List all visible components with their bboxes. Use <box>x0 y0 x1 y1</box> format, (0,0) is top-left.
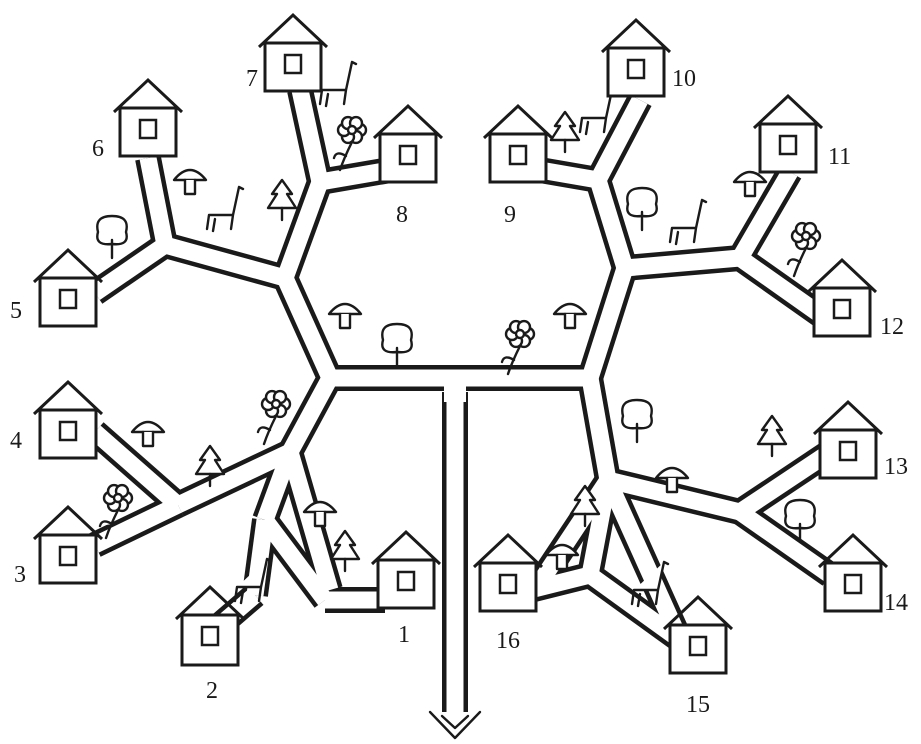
house-icon <box>34 382 102 458</box>
road-segment-inner <box>740 452 830 512</box>
house-icon <box>819 535 887 611</box>
house-number: 15 <box>686 692 710 718</box>
window-icon <box>690 637 706 655</box>
house-number: 3 <box>14 562 26 588</box>
house-number: 11 <box>828 144 851 170</box>
window-icon <box>834 300 850 318</box>
house-icon <box>754 96 822 172</box>
house-icon <box>259 15 327 91</box>
house-number: 2 <box>206 678 218 704</box>
house-number: 5 <box>10 298 22 324</box>
tree-icon <box>382 324 411 366</box>
house-number: 9 <box>504 202 516 228</box>
house-number: 14 <box>884 590 908 616</box>
house-number: 10 <box>672 66 696 92</box>
road-segment-inner <box>540 170 598 180</box>
window-icon <box>60 547 76 565</box>
mushroom-icon <box>132 422 164 446</box>
flower-icon <box>788 223 820 276</box>
spruce-icon <box>268 180 296 220</box>
road-segment-inner <box>95 245 165 293</box>
mushroom-icon <box>554 304 586 328</box>
house-icon <box>34 250 102 326</box>
tree-icon <box>622 400 651 442</box>
window-icon <box>60 422 76 440</box>
road-segment-inner <box>625 258 740 268</box>
window-icon <box>780 136 796 154</box>
mushroom-icon <box>734 172 766 196</box>
window-icon <box>285 55 301 73</box>
house-number: 4 <box>10 428 22 454</box>
window-icon <box>840 442 856 460</box>
house-icon <box>474 535 542 611</box>
house-icon <box>374 106 442 182</box>
exit-arrow <box>430 712 480 738</box>
road-segment-inner <box>285 278 330 378</box>
tree-icon <box>627 188 656 230</box>
window-icon <box>510 146 526 164</box>
house-icon <box>808 260 876 336</box>
tree-icon <box>97 216 126 258</box>
window-icon <box>398 572 414 590</box>
chair-icon <box>207 187 243 231</box>
house-icon <box>602 20 670 96</box>
house-number: 8 <box>396 202 408 228</box>
house-number: 12 <box>880 314 904 340</box>
house-icon <box>372 532 440 608</box>
house-icon <box>484 106 552 182</box>
chair-icon <box>320 62 356 106</box>
window-icon <box>500 575 516 593</box>
window-icon <box>140 120 156 138</box>
house-number: 6 <box>92 136 104 162</box>
window-icon <box>628 60 644 78</box>
house-number: 7 <box>246 66 258 92</box>
mushroom-icon <box>329 304 361 328</box>
house-icon <box>34 507 102 583</box>
window-icon <box>845 575 861 593</box>
road-join <box>444 372 466 402</box>
house-icon <box>814 402 882 478</box>
spruce-icon <box>758 416 786 456</box>
spruce-icon <box>551 112 579 152</box>
window-icon <box>202 627 218 645</box>
chair-icon <box>670 200 706 244</box>
house-number: 16 <box>496 628 520 654</box>
house-number: 1 <box>398 622 410 648</box>
mushroom-icon <box>174 170 206 194</box>
house-icon <box>114 80 182 156</box>
road-segment-inner <box>300 90 320 182</box>
house-number: 13 <box>884 454 908 480</box>
window-icon <box>400 146 416 164</box>
window-icon <box>60 290 76 308</box>
